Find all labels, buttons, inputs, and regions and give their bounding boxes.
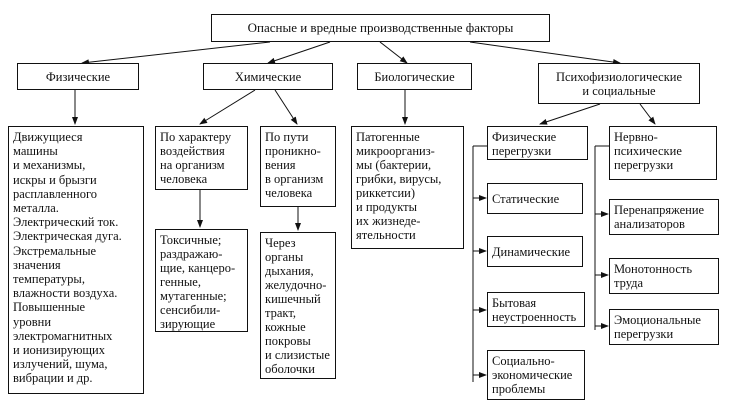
static-box: Статические bbox=[487, 183, 583, 214]
chemical-by-effect-label: По характеру воздействия на организм чел… bbox=[160, 130, 232, 186]
biological-detail-box: Патогенные микроорганиз- мы (бактерии, г… bbox=[351, 126, 464, 249]
socio-economic-box: Социально- экономические проблемы bbox=[487, 350, 585, 400]
dynamic-box: Динамические bbox=[487, 236, 583, 267]
monotony-label: Монотонность труда bbox=[614, 262, 693, 290]
arrow-chemical-effect bbox=[199, 89, 256, 125]
monotony-box: Монотонность труда bbox=[609, 258, 719, 294]
category-psycho-label: Психофизиологические и социальные bbox=[555, 69, 683, 98]
category-biological-label: Биологические bbox=[374, 69, 455, 84]
physical-overload-label: Физические перегрузки bbox=[492, 130, 557, 158]
root-title: Опасные и вредные производственные факто… bbox=[247, 20, 514, 35]
analyzers-box: Перенапряжение анализаторов bbox=[609, 199, 719, 235]
arrow-root-psycho bbox=[469, 41, 621, 66]
chemical-by-path-box: По пути проникно- вения в организм челов… bbox=[260, 126, 336, 207]
category-psycho-box: Психофизиологические и социальные bbox=[538, 63, 700, 104]
chemical-effect-detail-text: Токсичные; раздражаю- щие, канцеро- генн… bbox=[160, 233, 236, 331]
arrow-chemical-path bbox=[274, 89, 298, 125]
category-chemical-label: Химические bbox=[234, 69, 302, 84]
household-box: Бытовая неустроенность bbox=[487, 292, 585, 327]
chemical-by-path-label: По пути проникно- вения в организм челов… bbox=[265, 130, 324, 200]
socio-economic-label: Социально- экономические проблемы bbox=[492, 354, 573, 396]
emotional-box: Эмоциональные перегрузки bbox=[609, 309, 719, 345]
arrow-psycho-physical-overload bbox=[539, 103, 601, 125]
chemical-by-effect-box: По характеру воздействия на организм чел… bbox=[155, 126, 248, 190]
arrow-root-biological bbox=[379, 41, 408, 64]
category-physical-box: Физические bbox=[17, 63, 139, 90]
physical-overload-box: Физические перегрузки bbox=[487, 126, 588, 160]
category-biological-box: Биологические bbox=[357, 63, 472, 90]
chemical-path-detail-box: Через органы дыхания, желудочно- кишечны… bbox=[260, 232, 336, 379]
category-chemical-box: Химические bbox=[203, 63, 333, 90]
root-box: Опасные и вредные производственные факто… bbox=[211, 14, 550, 42]
household-label: Бытовая неустроенность bbox=[492, 296, 577, 324]
physical-detail-text: Движущиеся машины и механизмы, искры и б… bbox=[13, 130, 122, 386]
biological-detail-text: Патогенные микроорганиз- мы (бактерии, г… bbox=[356, 130, 442, 242]
dynamic-label: Динамические bbox=[492, 244, 571, 259]
chemical-effect-detail-box: Токсичные; раздражаю- щие, канцеро- генн… bbox=[155, 229, 248, 332]
category-physical-label: Физические bbox=[45, 69, 111, 84]
neuro-overload-box: Нервно- психические перегрузки bbox=[609, 126, 717, 180]
arrow-root-physical bbox=[81, 41, 271, 66]
physical-detail-box: Движущиеся машины и механизмы, искры и б… bbox=[8, 126, 144, 394]
emotional-label: Эмоциональные перегрузки bbox=[614, 313, 701, 341]
chemical-path-detail-text: Через органы дыхания, желудочно- кишечны… bbox=[265, 236, 330, 376]
analyzers-label: Перенапряжение анализаторов bbox=[614, 203, 705, 231]
static-label: Статические bbox=[492, 191, 560, 206]
neuro-overload-label: Нервно- психические перегрузки bbox=[614, 130, 682, 172]
arrow-psycho-neuro-overload bbox=[639, 103, 656, 125]
arrow-root-chemical bbox=[267, 41, 331, 64]
